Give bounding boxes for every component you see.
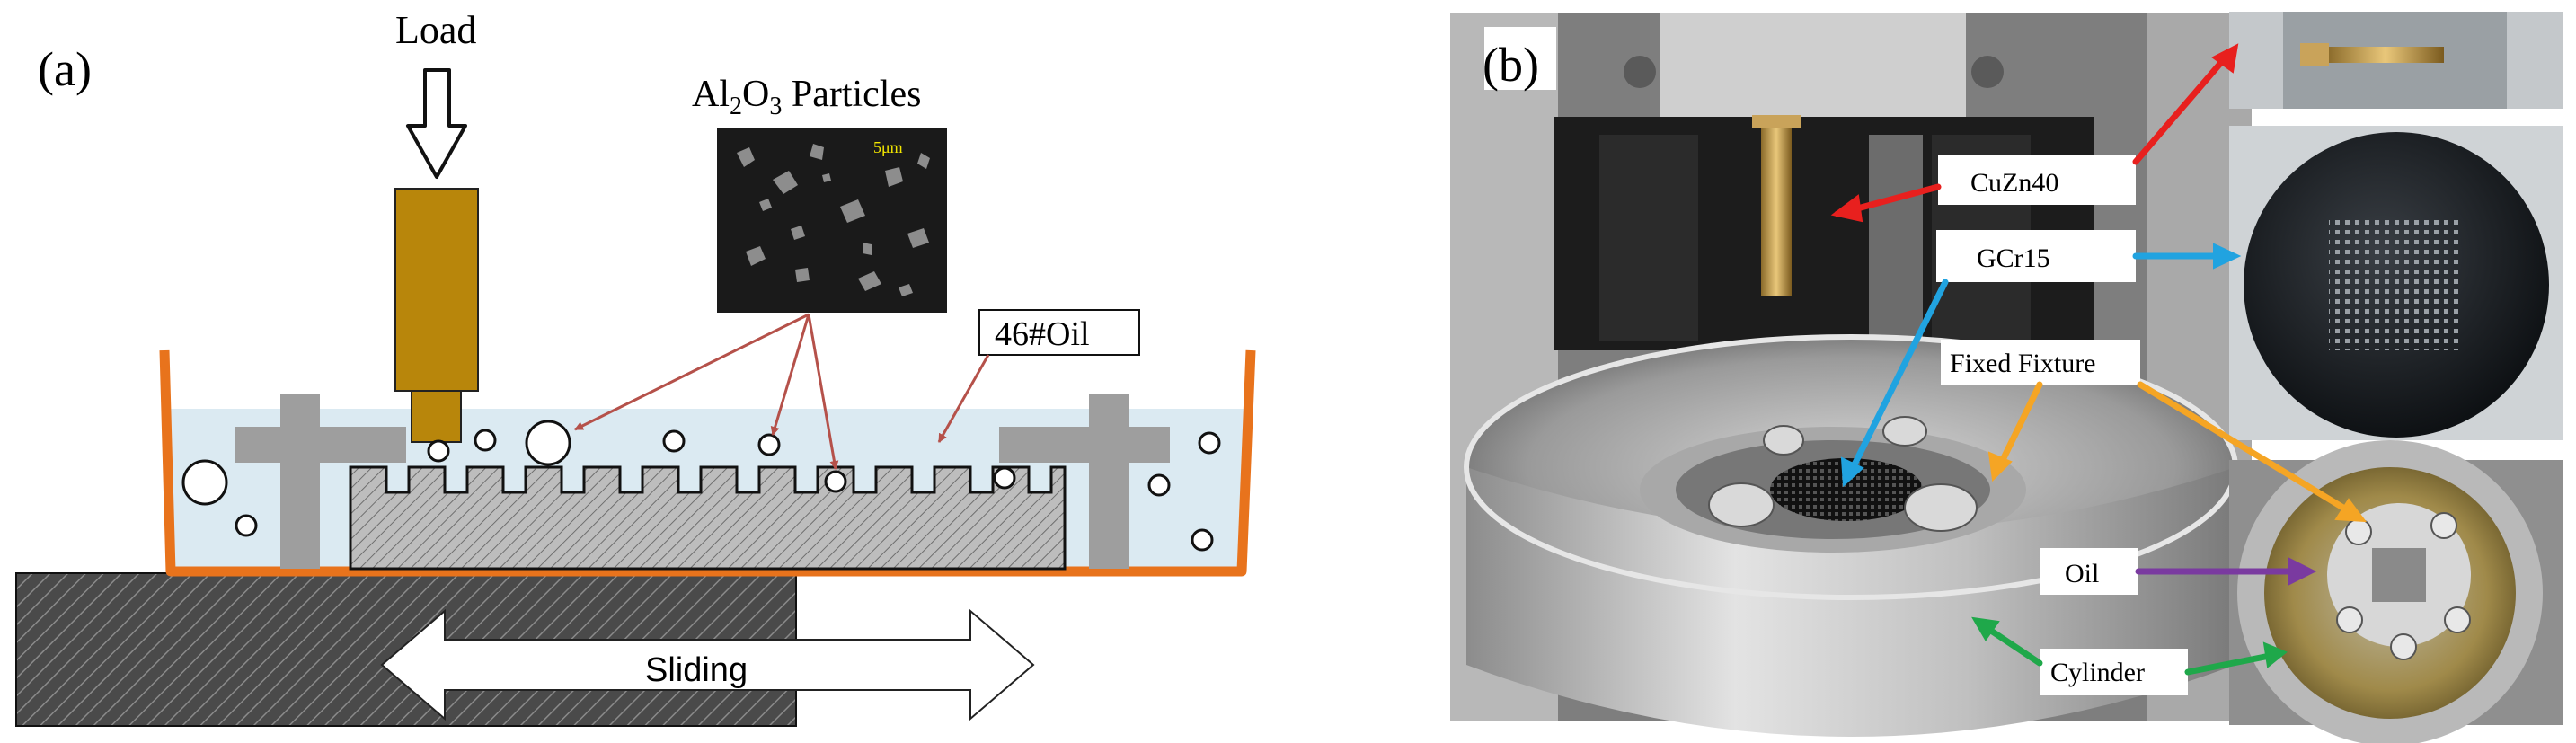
brass-pin-tip bbox=[411, 390, 462, 443]
brass-pin bbox=[394, 188, 479, 392]
particle-leader-arrows bbox=[574, 313, 839, 470]
callout-cuzn40: CuZn40 bbox=[1938, 155, 2136, 205]
svg-text:Oil: Oil bbox=[2065, 559, 2099, 588]
callout-gcr15: GCr15 bbox=[1936, 230, 2136, 282]
panel-a-label: (a) bbox=[38, 42, 92, 96]
sliding-arrow bbox=[380, 608, 1035, 721]
load-label: Load bbox=[395, 8, 476, 52]
callout-fixed-fixture: Fixed Fixture bbox=[1941, 340, 2140, 385]
svg-text:Fixed Fixture: Fixed Fixture bbox=[1950, 349, 2096, 378]
oil-leader-arrow bbox=[937, 354, 990, 443]
tank-wall bbox=[159, 349, 1256, 577]
svg-text:GCr15: GCr15 bbox=[1977, 243, 2050, 273]
sem-inset: 5μm bbox=[717, 128, 947, 313]
scale-bar-label: 5μm bbox=[873, 138, 903, 156]
fixture-clamp-left bbox=[235, 394, 406, 569]
callout-arrows bbox=[1830, 43, 2368, 676]
panel-b-label: (b) bbox=[1483, 38, 1539, 92]
svg-text:Cylinder: Cylinder bbox=[2050, 658, 2145, 687]
sliding-label: Sliding bbox=[645, 651, 748, 689]
fixture-clamp-right bbox=[999, 394, 1170, 569]
load-arrow bbox=[406, 68, 467, 179]
panel-b: (b) bbox=[1450, 12, 2563, 743]
callout-cylinder: Cylinder bbox=[2040, 649, 2188, 695]
textured-sample bbox=[349, 465, 1067, 571]
inset-pin-photo bbox=[2229, 12, 2563, 109]
svg-text:CuZn40: CuZn40 bbox=[1970, 168, 2058, 198]
oil-label-box bbox=[978, 309, 1140, 356]
particles bbox=[181, 420, 1221, 552]
inset-fixture-photo bbox=[2229, 440, 2563, 743]
callout-oil: Oil bbox=[2040, 548, 2138, 595]
particles-label: Al2O3 Particles bbox=[692, 74, 921, 120]
oil-label: 46#Oil bbox=[995, 315, 1090, 353]
tribometer-photo: (b) bbox=[1450, 13, 2252, 737]
inset-disc-photo bbox=[2229, 126, 2563, 440]
panel-a: (a) Load bbox=[15, 8, 1256, 727]
